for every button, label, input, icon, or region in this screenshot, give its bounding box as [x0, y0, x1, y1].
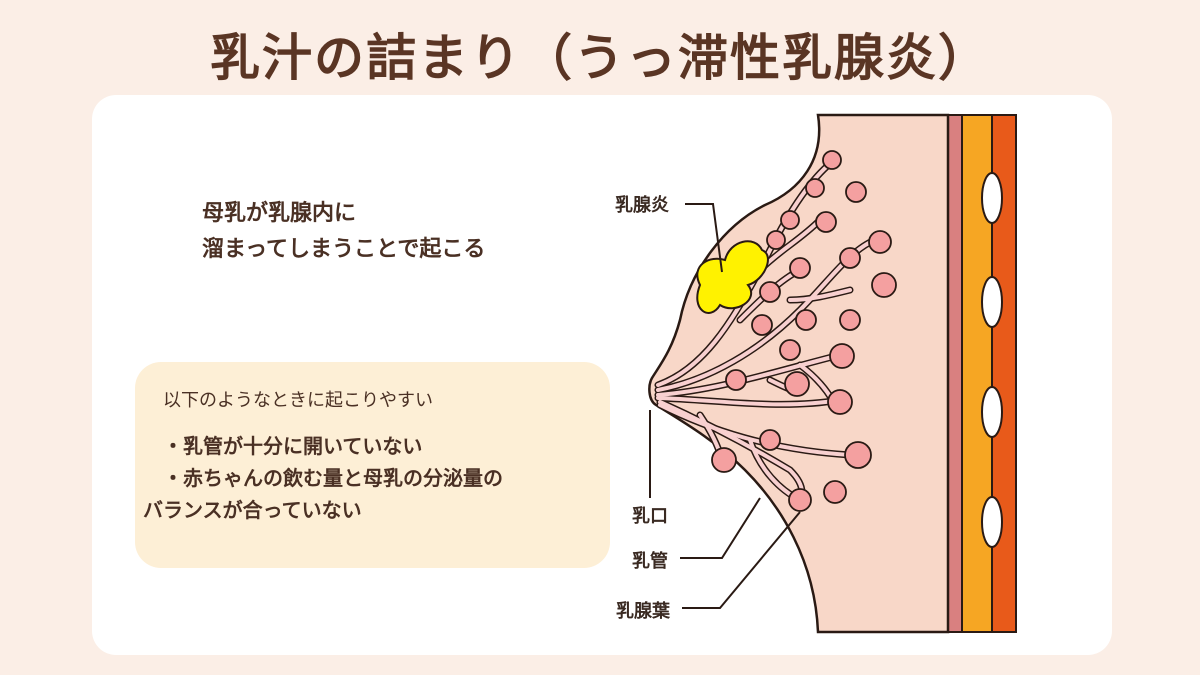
description: 母乳が乳腺内に 溜まってしまうことで起こる [202, 196, 485, 268]
info-heading: 以下のようなときに起こりやすい [163, 390, 433, 411]
chest-wall-layer [947, 114, 963, 633]
description-line-2: 溜まってしまうことで起こる [202, 237, 486, 262]
inflammation-area [696, 240, 769, 314]
info-list: 乳管が十分に開いていない 赤ちゃんの飲む量と母乳の分泌量の バランスが合っていな… [143, 430, 503, 526]
lobules [711, 150, 897, 512]
info-item: 乳管が十分に開いていない [163, 430, 503, 462]
description-line-1: 母乳が乳腺内に [202, 201, 357, 226]
ribs [981, 172, 1003, 548]
page-title: 乳汁の詰まり（うっ滞性乳腺炎） [210, 29, 990, 87]
muscle-layer [961, 114, 993, 633]
info-item-continued: バランスが合っていない [143, 498, 362, 522]
label-lobule: 乳腺葉 [616, 601, 670, 622]
label-mastitis: 乳腺炎 [615, 195, 669, 216]
label-duct: 乳管 [632, 551, 668, 572]
label-nipple: 乳口 [632, 506, 668, 527]
info-box: 以下のようなときに起こりやすい 乳管が十分に開いていない 赤ちゃんの飲む量と母乳… [135, 362, 610, 568]
leader-lines [649, 203, 801, 609]
info-item: 赤ちゃんの飲む量と母乳の分泌量の [163, 462, 503, 494]
